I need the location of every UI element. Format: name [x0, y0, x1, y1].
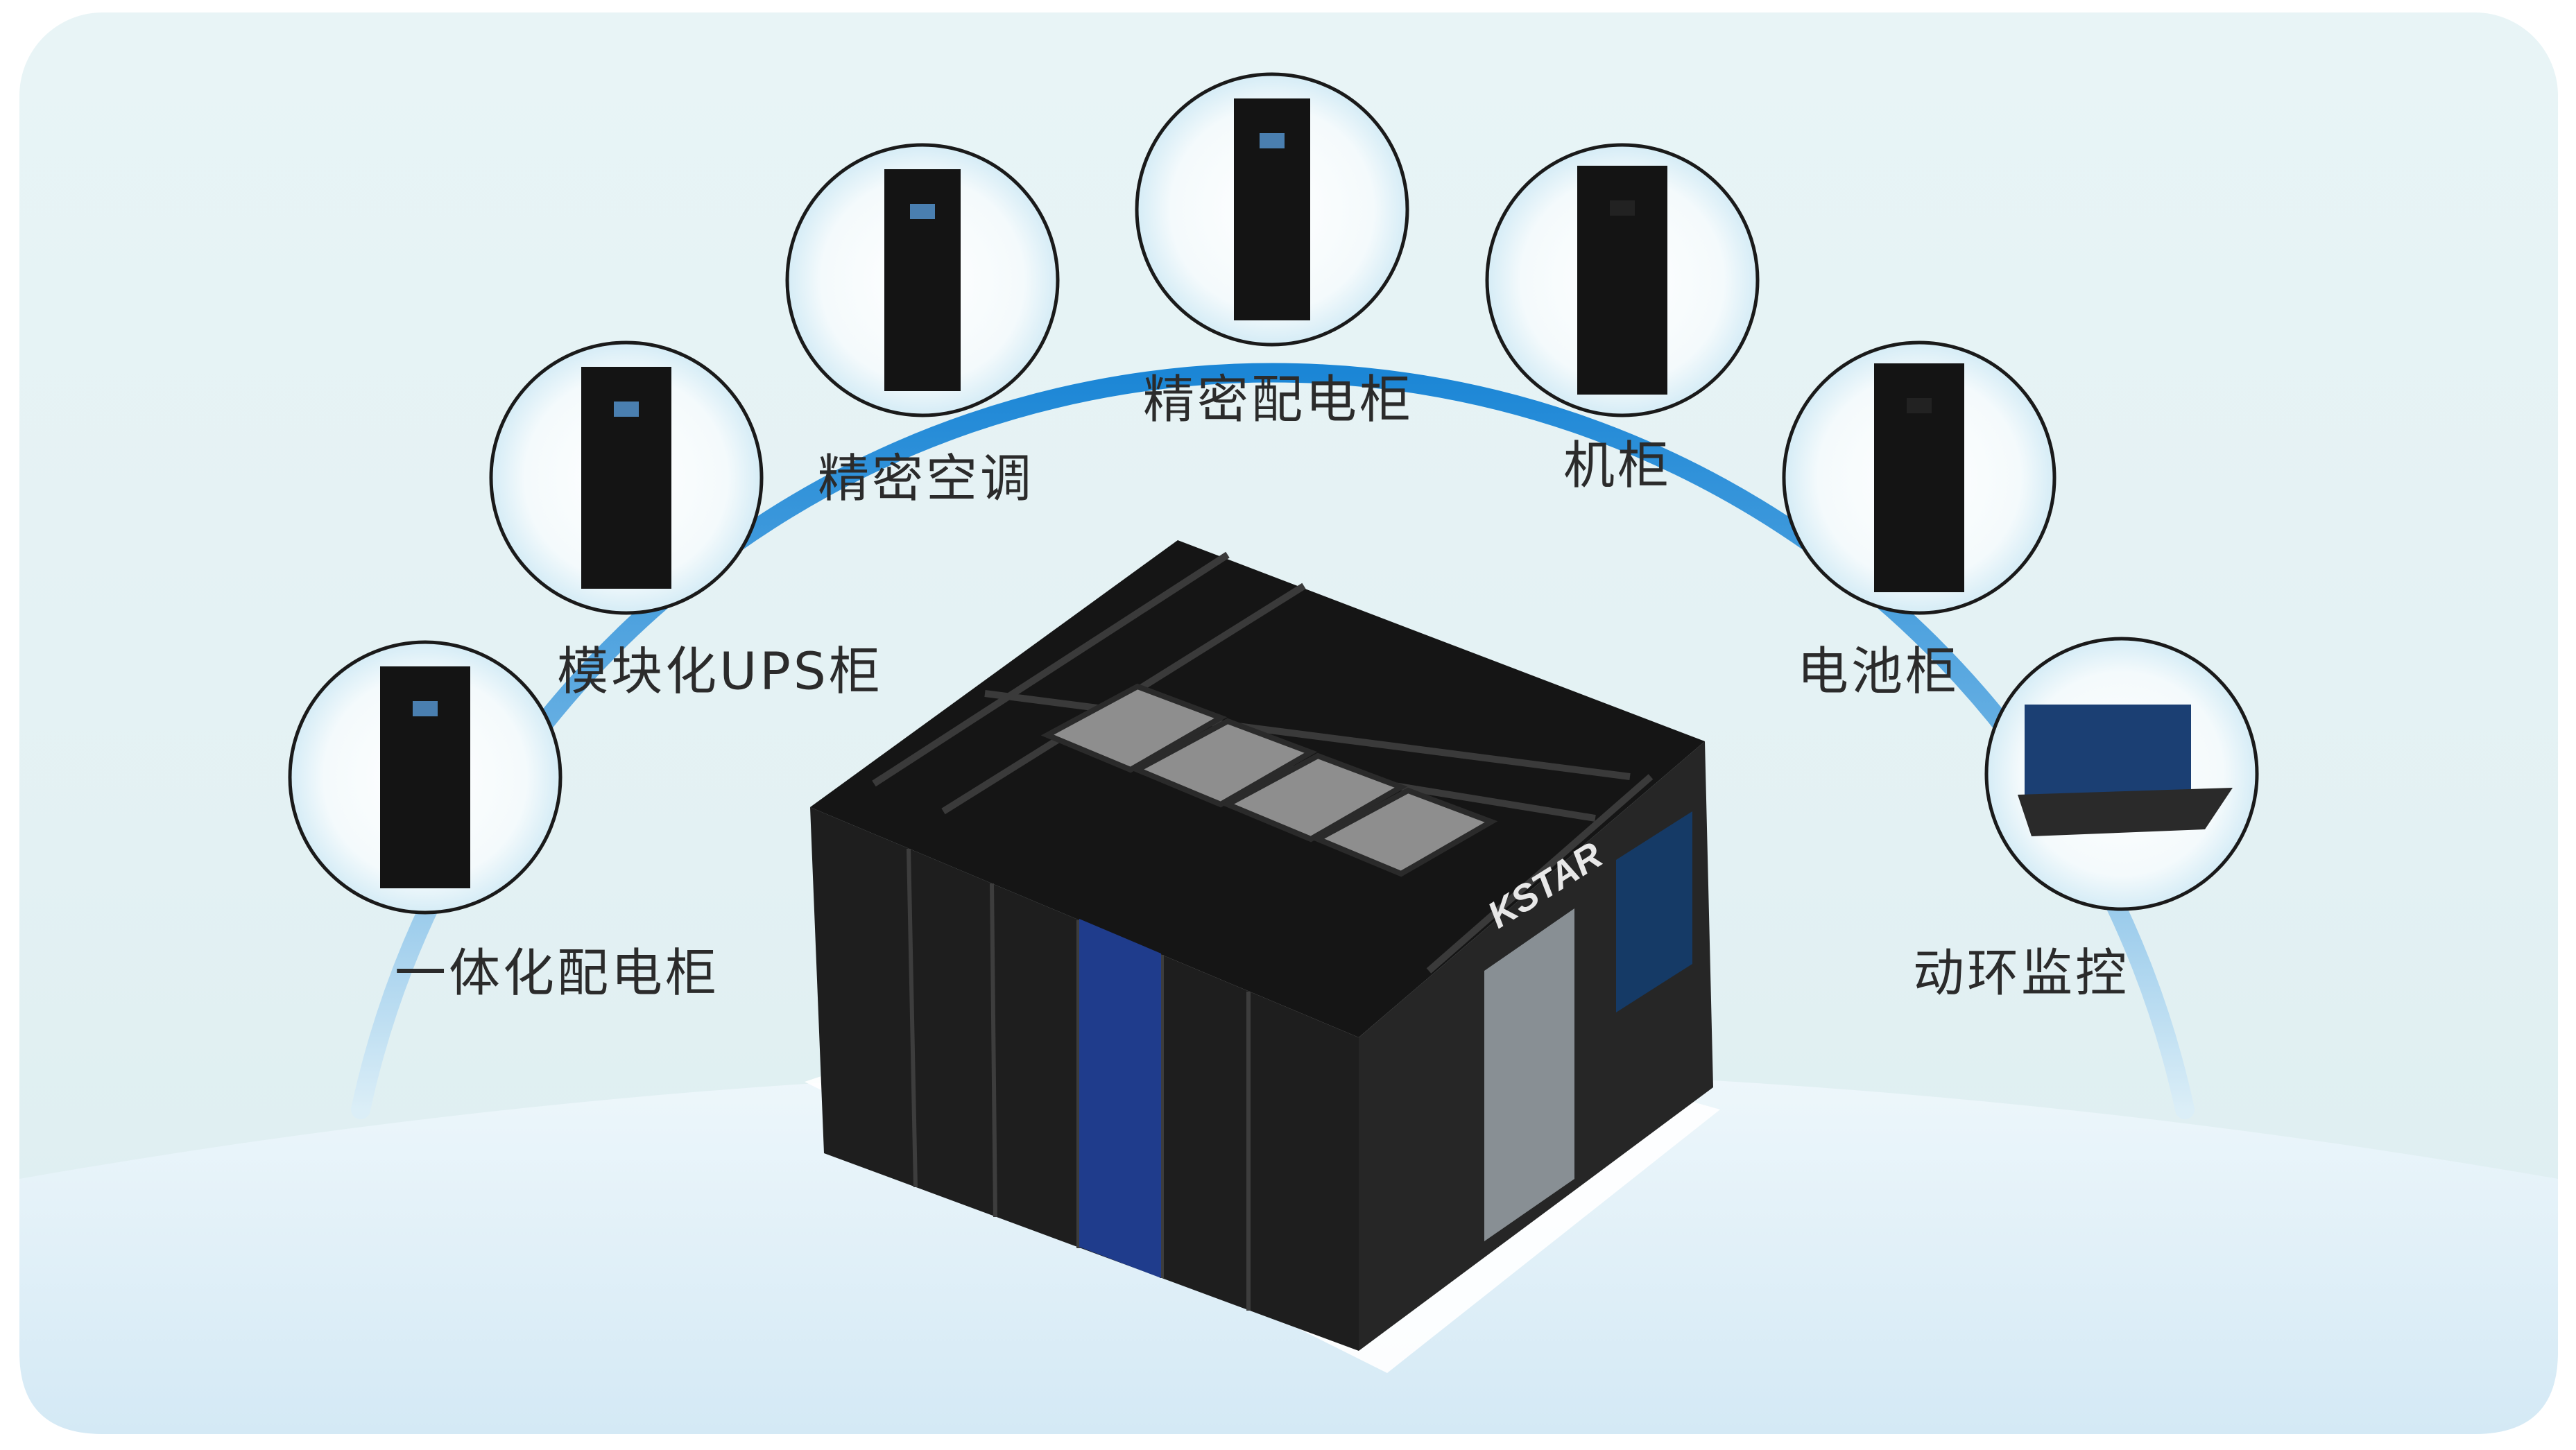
modular-ups-cabinet-icon	[489, 340, 764, 615]
server-rack-icon	[1485, 143, 1760, 417]
environment-monitoring-icon	[1984, 637, 2259, 911]
node-label: 机柜	[1563, 435, 1672, 496]
node-label: 动环监控	[1913, 943, 2129, 1003]
node-label: 电池柜	[1797, 641, 1959, 702]
precision-air-conditioner-icon	[785, 143, 1060, 417]
precision-distribution-cabinet-icon	[1135, 72, 1409, 347]
node-label: 精密配电柜	[1143, 370, 1414, 430]
monitoring-screen	[1616, 811, 1692, 1012]
glass-door	[1484, 908, 1574, 1241]
node-label: 一体化配电柜	[395, 943, 719, 1003]
blue-door-panel	[1079, 919, 1161, 1278]
front-cabinet-dividers	[907, 848, 1251, 1311]
node-label: 模块化UPS柜	[557, 641, 883, 702]
top-glass-panels	[1040, 683, 1498, 877]
node-label: 精密空调	[818, 449, 1034, 509]
micro-data-center-product: KSTAR	[805, 540, 1720, 1373]
battery-cabinet-icon	[1782, 340, 2056, 615]
integrated-distribution-cabinet-icon	[288, 640, 563, 915]
